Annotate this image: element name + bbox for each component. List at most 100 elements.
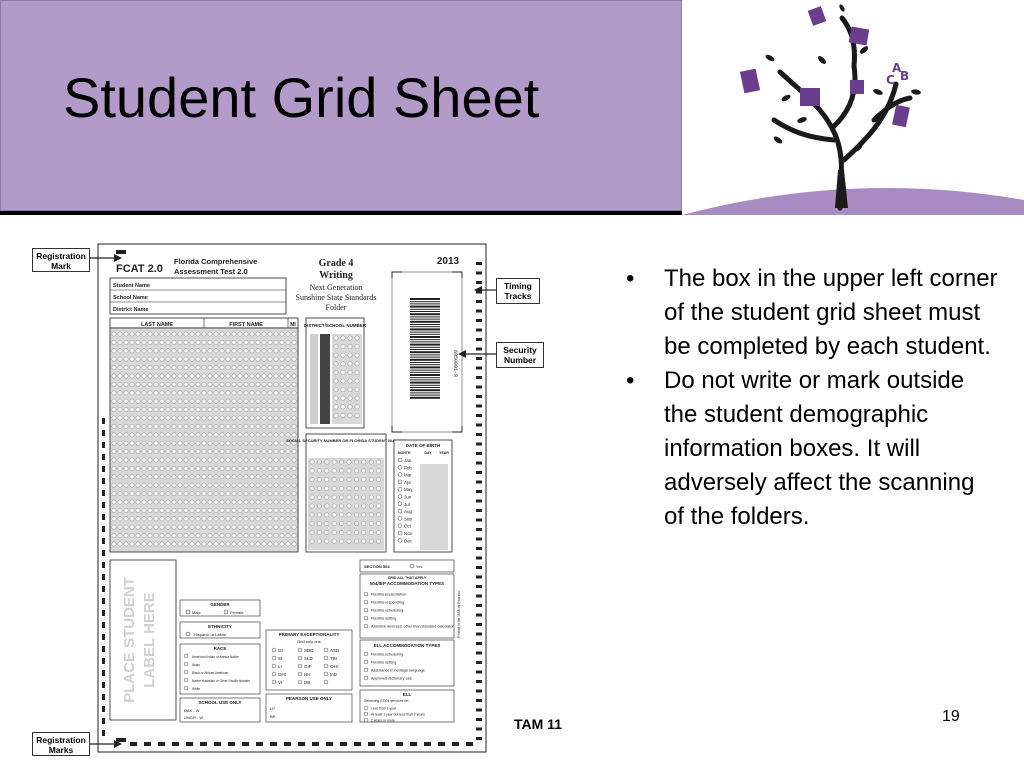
- bullet-item: Do not write or mark outside the student…: [620, 364, 1000, 534]
- callout-registration-mark: Registration Mark: [32, 248, 90, 272]
- leaf-icon: [797, 117, 807, 123]
- ethnicity-option: Hispanic or Latino: [194, 632, 227, 637]
- dob-label: DATE OF BIRTH: [406, 443, 440, 448]
- book-icon: [848, 26, 870, 46]
- exc-code: SDD: [304, 648, 314, 653]
- place-label-line2: LABEL HERE: [141, 592, 158, 688]
- dob-month-feb: Feb: [404, 465, 412, 470]
- race-option: Asian: [192, 663, 200, 667]
- dob-month-may: May: [404, 487, 413, 492]
- svg-text:B: B: [900, 69, 909, 83]
- pearson-row-2: BR: [270, 714, 276, 719]
- dob-month-dec: Dec: [404, 538, 413, 543]
- exc-code: InD: [330, 672, 338, 677]
- leaf-icon: [873, 89, 883, 95]
- accom-option: Flexible responding: [371, 601, 404, 605]
- exc-code: ASD: [330, 648, 340, 653]
- ethnicity-label: ETHNICITY: [208, 624, 232, 629]
- folder-line2: Sunshine State Standards: [296, 293, 377, 302]
- leaf-icon: [773, 136, 783, 144]
- ground-hill-icon: [682, 188, 1024, 215]
- school-use-row-2: UNGR - W: [184, 715, 203, 720]
- page-number: 19: [942, 708, 960, 725]
- ell-label: ELL: [403, 692, 412, 697]
- accom-option: Flexible presentation: [371, 593, 406, 597]
- slide-title: Student Grid Sheet: [63, 66, 540, 129]
- dob-month-jun: Jun: [404, 495, 412, 500]
- section-504-yes: Yes: [416, 564, 423, 569]
- book-icon: [800, 88, 820, 106]
- folder-line1: Next Generation: [309, 283, 362, 292]
- year-label: 2013: [437, 256, 460, 267]
- leaf-icon: [859, 46, 869, 54]
- pearson-row-1: LP: [270, 706, 275, 711]
- ell-option: 2 years or more: [371, 719, 395, 723]
- ell-option: Less than 1 year: [371, 707, 397, 711]
- first-name-label: FIRST NAME: [229, 322, 263, 328]
- book-icon: [739, 68, 761, 94]
- mi-label: MI: [290, 322, 296, 328]
- book-icon: [850, 80, 864, 94]
- race-option: American Indian or Alaska Native: [192, 655, 239, 659]
- accom-option: Flexible setting: [371, 617, 396, 621]
- leaf-icon: [818, 56, 826, 64]
- grid-all-label: GRID ALL THAT APPLY: [388, 576, 427, 580]
- fcat-logo: FCAT 2.0: [116, 263, 163, 275]
- accom-label: 504/IEP ACCOMMODATION TYPES: [370, 581, 444, 586]
- test-name-line1: Florida Comprehensive: [174, 257, 257, 266]
- ell-sub: Receiving ESOL services for:: [364, 699, 409, 703]
- leaf-icon: [853, 144, 863, 152]
- grade-label: Grade 4: [319, 258, 354, 269]
- exc-code: TBI: [330, 656, 337, 661]
- race-label: RACE: [214, 646, 227, 651]
- district-name-label: District Name: [113, 307, 148, 313]
- bullet-item: The box in the upper left corner of the …: [620, 262, 1000, 364]
- dob-month-oct: Oct: [404, 524, 412, 529]
- abc-letters-icon: A: [892, 61, 902, 75]
- dob-month-jan: Jan: [404, 458, 412, 463]
- title-rule: [0, 211, 682, 215]
- test-name-line2: Assessment Test 2.0: [174, 267, 248, 276]
- bullet-list: The box in the upper left corner of the …: [620, 262, 1000, 534]
- dob-col-year: YEAR: [439, 451, 449, 455]
- callout-timing-tracks: Timing Tracks: [496, 278, 540, 304]
- dob-month-apr: Apr: [404, 480, 412, 485]
- primary-exc-sub: Grid only one: [297, 639, 322, 644]
- exc-code: OI: [278, 648, 283, 653]
- ell-accom-option: Flexible setting: [371, 661, 396, 665]
- dob-month-mar: Mar: [404, 473, 412, 478]
- book-icon: [807, 6, 827, 26]
- svg-text:C: C: [886, 73, 895, 87]
- place-label-line1: PLACE STUDENT: [121, 577, 138, 703]
- ell-accom-option: Assistance in heritage language: [371, 669, 425, 673]
- exc-code: SLD: [304, 656, 314, 661]
- leaf-icon: [781, 94, 791, 102]
- ell-accom-option: Flexible scheduling: [371, 653, 403, 657]
- exc-code: DB: [304, 680, 310, 685]
- district-school-label: DISTRICT/SCHOOL NUMBER: [304, 323, 367, 328]
- dob-month-jul: Jul: [404, 502, 410, 507]
- race-option: White: [192, 687, 200, 691]
- school-name-label: School Name: [113, 295, 148, 301]
- leaf-icon: [911, 89, 921, 95]
- ell-accom-label: ELL ACCOMMODATION TYPES: [374, 643, 441, 648]
- exc-code: GIF: [304, 664, 312, 669]
- dob-month-nov: Nov: [404, 531, 413, 536]
- title-banner: Student Grid Sheet: [0, 0, 682, 211]
- exc-code: OHI: [278, 672, 286, 677]
- last-name-label: LAST NAME: [141, 322, 173, 328]
- dob-month-aug: Aug: [404, 509, 413, 514]
- footer-tag: TAM 11: [514, 716, 562, 732]
- ell-accom-option: Approved dictionary use: [371, 677, 412, 681]
- book-icon: [892, 104, 910, 128]
- pearson-label: PEARSON USE ONLY: [286, 696, 332, 701]
- callout-security-number: Security Number: [496, 342, 544, 368]
- ssn-label: SOCIAL SECURITY NUMBER OR FLORIDA STUDEN…: [286, 438, 406, 443]
- accom-option: Assistive device(s) other than standard …: [371, 625, 454, 629]
- ell-option: At least 1 year but less than 2 years: [371, 713, 425, 717]
- side-print-text: Printed in the USA by Pearson: [457, 591, 461, 638]
- dob-col-month: MONTH: [398, 451, 411, 455]
- exc-code: OHI: [330, 664, 338, 669]
- race-option: Black or African American: [192, 671, 229, 675]
- dob-month-sep: Sep: [404, 516, 413, 521]
